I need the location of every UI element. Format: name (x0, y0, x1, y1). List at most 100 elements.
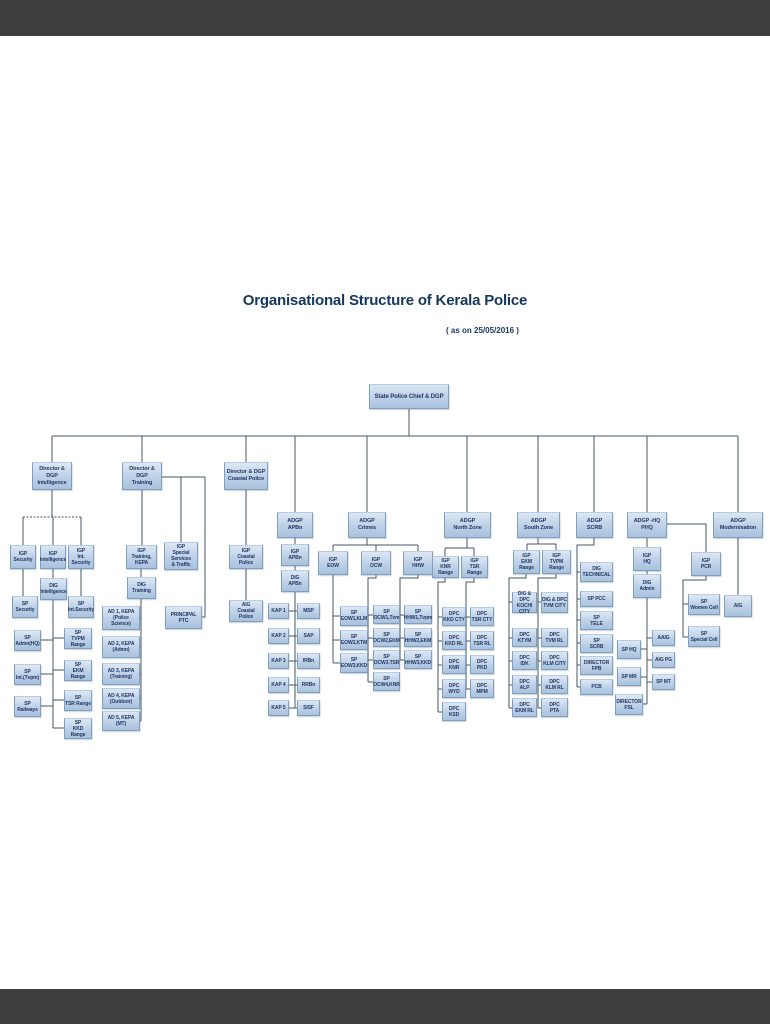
orgbox-dpc-kkd-cty: DPC KKD CTY (442, 607, 466, 626)
orgbox-irbn: IRBn (297, 653, 320, 669)
orgbox-dpc-ekm-rl: DPC EKM RL (512, 698, 537, 717)
orgbox-sp-ocw3: SP OCW3,TSR (373, 650, 400, 669)
orgbox-dpc-klm-city: DPC KLM CITY (541, 651, 568, 670)
orgbox-sp-admn-hq: SP Admn(HQ) (14, 630, 41, 651)
orgbox-igp-special-services-traffic: IGP Special Services & Traffic (164, 542, 198, 570)
orgbox-sp-eow2: SP EOW2,KTM (340, 630, 368, 650)
orgbox-phq-head: ADGP -HQ PHQ (627, 512, 667, 538)
org-edge (465, 578, 475, 689)
orgbox-sp-ocw2: SP OCW2,EKM (373, 628, 400, 647)
orgbox-sp-ocw4: SP OCW4,KNR (373, 672, 400, 691)
orgbox-ad4-kepa: AD 4, KEPA (Outdoor) (102, 688, 140, 709)
orgbox-dig-training: DIG Training (127, 577, 156, 599)
orgbox-principal-ptc: PRINCIPAL PTC (165, 606, 202, 629)
org-edge (576, 538, 595, 687)
orgbox-crimes-head: ADGP Crimes (348, 512, 386, 538)
orgbox-sp-tsr-range: SP TSR Range (64, 690, 92, 711)
orgbox-sp-special-cell: SP Special Cell (688, 626, 720, 647)
org-edge (682, 576, 707, 637)
orgbox-dpc-tsr-rl: DPC TSR RL (470, 631, 494, 650)
orgbox-sp-kkd-range: SP KKD Range (64, 718, 92, 739)
org-edge (508, 574, 527, 708)
orgbox-sp-mt: SP MT (652, 674, 675, 690)
orgbox-kap-5: KAP 5 (268, 700, 289, 716)
orgbox-apbn-head: ADGP APBn (277, 512, 313, 538)
orgbox-dpc-knr: DPC KNR (442, 655, 466, 674)
orgbox-rrbn: RRBn (297, 677, 320, 693)
orgbox-intelligence-head: Director & DGP Intelligence (32, 462, 72, 490)
orgbox-dpc-kkd-rl: DPC KKD RL (442, 631, 466, 650)
orgbox-sp-ekm-range: SP EKM Range (64, 660, 92, 681)
page-subtitle: ( as on 25/05/2016 ) (446, 326, 519, 335)
orgbox-igp-tvpm-range: IGP TVPM Range (542, 550, 571, 574)
orgbox-aig-modernisation: AIG (724, 595, 752, 617)
orgbox-pcb: PCB (580, 679, 613, 695)
orgbox-sp-hhw1: SP HHW1,Tvpm (404, 605, 432, 624)
orgbox-sp-eow3: SP EOW3,KKD (340, 653, 368, 673)
orgbox-sp-scrb: SP SCRB (580, 634, 613, 653)
orgbox-dpc-wyd: DPC WYD (442, 679, 466, 698)
org-edge (399, 575, 419, 660)
orgbox-sp-int-tvpm: SP Int.(Tvpm) (14, 664, 41, 685)
orgbox-aig-coastal-police: AIG Coastal Police (229, 600, 263, 622)
orgbox-north-zone-head: ADGP North Zone (444, 512, 491, 538)
orgbox-kap-2: KAP 2 (268, 628, 289, 644)
orgbox-sp-women-cell: SP Women Cell (688, 594, 720, 615)
orgbox-ad3-kepa: AD 3, KEPA (Training) (102, 663, 140, 685)
orgbox-ad5-kepa: AD 5, KEPA (MT) (102, 711, 140, 731)
orgbox-dpc-klm-rl: DPC KLM RL (541, 675, 568, 694)
orgbox-igp-hq: IGP HQ (633, 547, 661, 571)
orgbox-ad2-kepa: AD 2, KEPA (Admn) (102, 636, 140, 658)
orgbox-dpc-ktym: DPC KTYM (512, 628, 537, 647)
orgbox-sp-hq: SP HQ (617, 640, 641, 659)
orgbox-dpc-idk: DPC IDK (512, 651, 537, 670)
orgbox-sisf: SISF (297, 700, 320, 716)
orgbox-sp-int-security: SP Int.Security (68, 596, 94, 618)
orgbox-igp-hhw: IGP HHW (403, 551, 433, 575)
orgbox-sp-pcc: SP PCC (580, 591, 613, 607)
orgbox-dpc-alp: DPC ALP (512, 675, 537, 694)
orgbox-dpc-tvm-rl: DPC TVM RL (541, 628, 568, 647)
orgbox-sp-mr: SP MR (617, 667, 641, 686)
orgbox-aaig: AAIG (652, 630, 675, 646)
org-edge (202, 477, 206, 618)
orgbox-dpc-ksd: DPC KSD (442, 702, 466, 721)
orgbox-igp-security: IGP Security (10, 545, 36, 569)
orgbox-sp-eow1: SP EOW1,KLM (340, 606, 368, 626)
org-edge (537, 574, 557, 708)
orgbox-dpc-pta: DPC PTA (541, 698, 568, 717)
orgbox-igp-intelligence: IGP Intelligence (40, 545, 66, 569)
org-edge (667, 523, 707, 552)
orgbox-sap: SAP (297, 628, 320, 644)
orgbox-dig-admin: DIG Admin (633, 574, 661, 598)
bottom-letterbox-bar (0, 989, 770, 1024)
orgbox-root: State Police Chief & DGP (369, 384, 449, 409)
orgbox-sp-security: SP Security (12, 596, 38, 618)
orgbox-sp-railways: SP Railways (14, 696, 41, 717)
orgbox-dpc-tsr-cty: DPC TSR CTY (470, 607, 494, 626)
orgbox-dpc-mpm: DPC MPM (470, 679, 494, 698)
orgbox-sp-tele: SP TELE (580, 611, 613, 630)
orgbox-coastal-head: Director & DGP Coastal Police (224, 462, 268, 490)
orgbox-aig-pg: AIG PG (652, 652, 675, 668)
orgbox-igp-knr-range: IGP KNR Range (432, 556, 459, 578)
orgbox-director-fpb: DIRECTOR FPB (580, 656, 613, 675)
orgbox-dig-dpc-tvm-city: DIG & DPC TVM CITY (541, 592, 568, 613)
orgbox-igp-training-kepa: IGP Training, KEPA (126, 545, 157, 569)
orgbox-sp-hhw3: SP HHW3,KKD (404, 650, 432, 669)
orgbox-scrb-head: ADGP SCRB (576, 512, 613, 538)
orgbox-sp-tvpm-range: SP TVPM Range (64, 628, 92, 649)
orgbox-sp-ocw1: SP OCW1,Tvm (373, 605, 400, 624)
orgbox-training-head: Director & DGP Training (122, 462, 162, 490)
orgbox-igp-ocw: IGP OCW (361, 551, 391, 575)
orgbox-sp-hhw2: SP HHW2,EKM (404, 628, 432, 647)
orgbox-director-fsl: DIRECTOR FSL (615, 694, 643, 715)
orgbox-igp-coastal-police: IGP Coastal Police (229, 545, 263, 569)
orgbox-igp-apbn: IGP APBn (281, 544, 309, 566)
orgbox-dig-dpc-kochi-city: DIG & DPC KOCHI CITY (512, 591, 537, 615)
orgbox-igp-pcr: IGP PCR (691, 552, 721, 576)
orgbox-igp-ekm-range: IGP EKM Range (513, 550, 540, 574)
orgbox-kap-4: KAP 4 (268, 677, 289, 693)
